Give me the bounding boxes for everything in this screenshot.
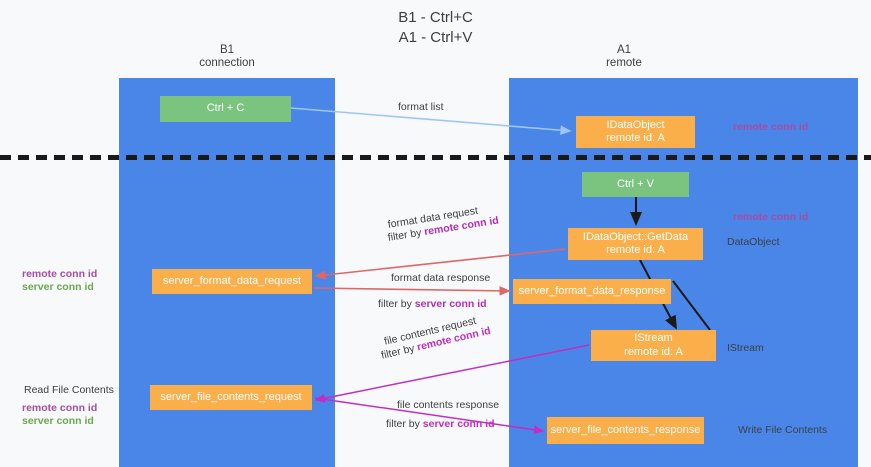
server-conn-id-emphasis-2: server conn id	[422, 418, 495, 430]
connector-file-contents-request	[314, 344, 590, 403]
lane-header-a1-name: A1	[616, 44, 632, 56]
lane-header-a1-sub: remote	[606, 57, 642, 69]
node-idataobject[interactable]: IDataObject remote id: A	[576, 116, 695, 148]
lane-header-b1-sub: connection	[199, 57, 255, 69]
node-server-format-data-response-label: server_format_data_response	[518, 284, 666, 297]
label-left-remote-conn-id-2: remote conn id	[22, 402, 98, 414]
node-istream-sub: remote id: A	[624, 345, 683, 358]
label-format-data-response: format data response	[391, 272, 491, 284]
node-server-format-data-response[interactable]: server_format_data_response	[513, 279, 671, 304]
title-line-2: A1 - Ctrl+V	[398, 29, 473, 46]
connector-format-data-response	[313, 286, 511, 296]
node-ctrl-c-label: Ctrl + C	[206, 102, 245, 115]
diagram-title: B1 - Ctrl+C A1 - Ctrl+V	[0, 8, 871, 48]
label-left-remote-conn-id-1: remote conn id	[22, 268, 98, 280]
node-server-file-contents-response[interactable]: server_file_contents_response	[547, 417, 704, 444]
node-getdata[interactable]: IDataObject::GetData remote id: A	[568, 228, 703, 260]
node-server-format-data-request-label: server_format_data_request	[162, 274, 302, 287]
connector-file-contents-response	[314, 397, 545, 435]
title-line-1: B1 - Ctrl+C	[398, 9, 473, 26]
node-ctrl-v-label: Ctrl + V	[617, 177, 654, 190]
node-server-format-data-request[interactable]: server_format_data_request	[152, 269, 312, 294]
connector-response-istream	[672, 280, 711, 331]
node-idataobject-label: IDataObject	[606, 118, 665, 131]
node-ctrl-c[interactable]: Ctrl + C	[160, 96, 291, 122]
node-istream[interactable]: IStream remote id: A	[591, 330, 716, 361]
connector-format-list	[290, 107, 572, 135]
node-getdata-sub: remote id: A	[606, 244, 665, 256]
label-istream-side: IStream	[727, 342, 764, 354]
label-format-list: format list	[398, 101, 444, 113]
node-getdata-label: IDataObject::GetData	[582, 230, 689, 243]
node-server-file-contents-request[interactable]: server_file_contents_request	[150, 385, 312, 410]
label-remote-conn-id-mid: remote conn id	[733, 211, 809, 223]
label-filter-by-server-conn-id-1: filter by server conn id	[378, 298, 487, 311]
node-server-file-contents-request-label: server_file_contents_request	[160, 390, 302, 403]
lane-header-a1: A1 remote	[509, 44, 739, 70]
label-read-file-contents: Read File Contents	[24, 384, 114, 396]
filter-by-prefix-4: filter by	[386, 418, 423, 430]
node-idataobject-sub: remote id: A	[606, 132, 665, 144]
label-file-contents-response: file contents response	[397, 399, 500, 411]
server-conn-id-emphasis-1: server conn id	[414, 298, 487, 310]
label-filter-by-server-conn-id-2: filter by server conn id	[386, 418, 495, 431]
lane-header-b1: B1 connection	[119, 44, 335, 70]
label-remote-conn-id-top: remote conn id	[733, 121, 809, 133]
node-istream-label: IStream	[634, 332, 673, 344]
node-server-file-contents-response-label: server_file_contents_response	[550, 423, 701, 436]
filter-by-prefix-2: filter by	[378, 298, 415, 310]
connector-format-data-request	[314, 248, 567, 280]
phase-divider	[0, 155, 871, 160]
label-left-server-conn-id-1: server conn id	[22, 281, 94, 293]
node-ctrl-v[interactable]: Ctrl + V	[582, 172, 689, 197]
label-dataobject: DataObject	[727, 236, 780, 248]
label-write-file-contents: Write File Contents	[738, 424, 828, 436]
lane-header-b1-name: B1	[219, 44, 235, 56]
label-left-server-conn-id-2: server conn id	[22, 415, 94, 427]
